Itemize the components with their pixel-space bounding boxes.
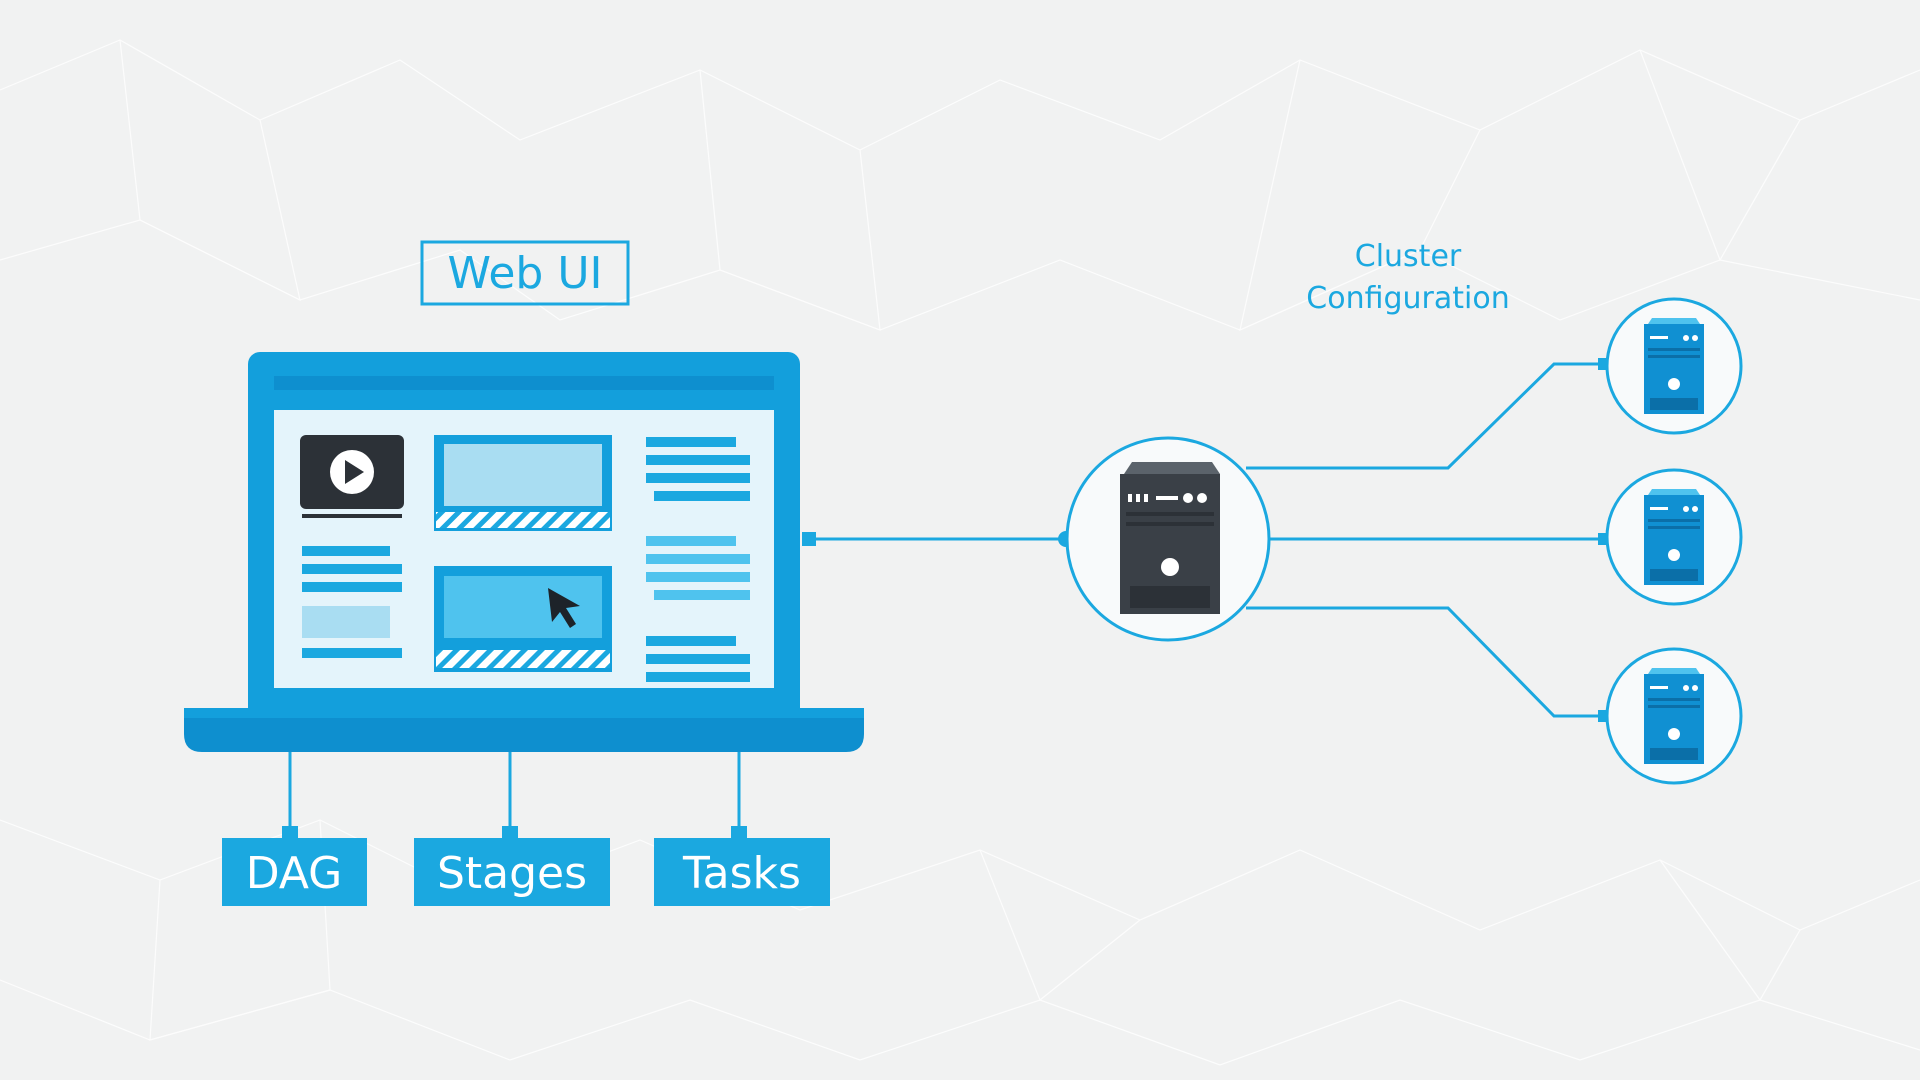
cluster-links (1246, 362, 1600, 718)
left-text-lines (302, 546, 402, 658)
web-ui-title: Web UI (420, 240, 630, 306)
server-icon (1644, 318, 1704, 414)
cluster-link-caps (1598, 358, 1608, 722)
content-panel-bottom (434, 566, 612, 672)
server-icon (1120, 462, 1220, 614)
server-icon (1644, 668, 1704, 764)
server-icon (1644, 489, 1704, 585)
browser-top-bar (274, 376, 774, 390)
content-panel-top (434, 435, 612, 531)
background-mesh (0, 39, 1920, 1066)
tab-stages-label: Stages (437, 848, 587, 899)
main-server (1065, 436, 1271, 642)
cluster-label-line1: Cluster (1355, 239, 1462, 274)
tab-tasks-label: Tasks (682, 848, 801, 899)
laptop-base (184, 708, 864, 752)
right-text-lines (646, 437, 750, 682)
cluster-label-line2: Configuration (1306, 281, 1509, 316)
tab-stages: Stages (414, 838, 610, 906)
cursor-icon (548, 588, 580, 628)
worker-server-2 (1605, 468, 1743, 606)
worker-server-1 (1605, 297, 1743, 435)
worker-server-3 (1605, 647, 1743, 785)
browser-bar-gap (274, 390, 774, 410)
tab-tasks: Tasks (654, 838, 830, 906)
web-ui-title-frame (420, 240, 630, 306)
laptop (184, 352, 864, 752)
web-ui-title-label: Web UI (447, 248, 602, 299)
tab-connectors (288, 752, 741, 832)
tab-connector-caps (282, 826, 747, 838)
video-tile (300, 435, 404, 518)
cluster-configuration-label: Cluster Configuration (1306, 239, 1509, 316)
tab-dag: DAG (222, 838, 367, 906)
tab-dag-label: DAG (246, 848, 343, 899)
